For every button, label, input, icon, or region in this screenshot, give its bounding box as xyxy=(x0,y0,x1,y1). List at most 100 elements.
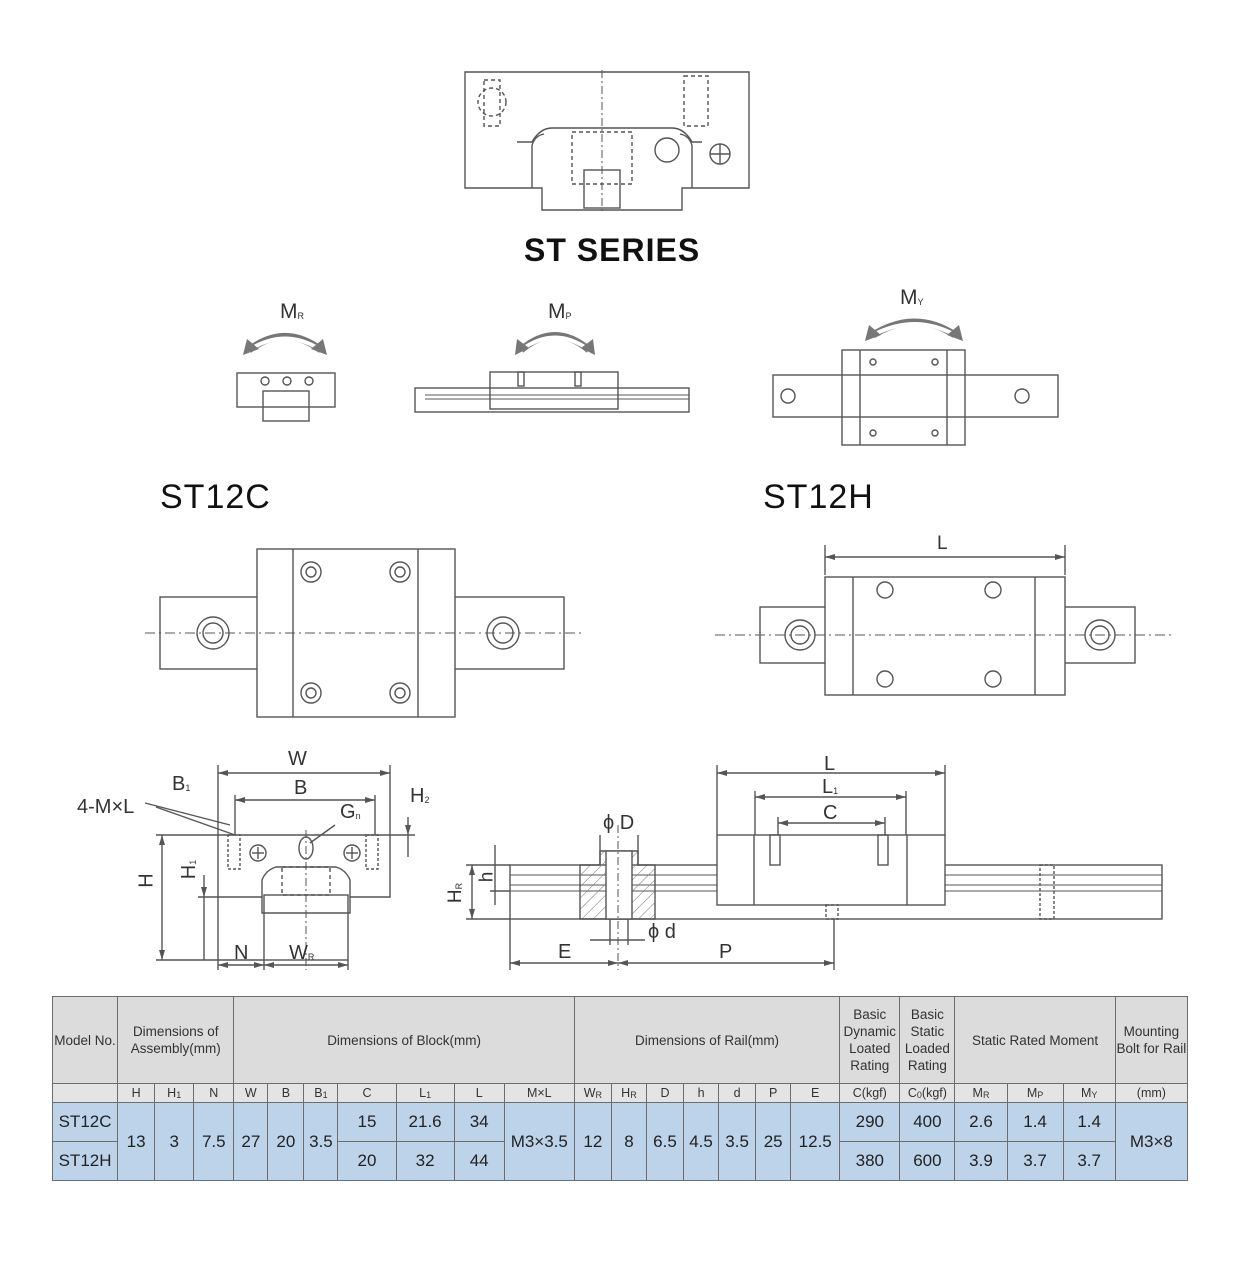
mr-label: MR xyxy=(280,300,304,323)
header-assembly: Dimensions of Assembly(mm) xyxy=(117,996,235,1084)
cell-mr: 3.9 xyxy=(954,1141,1008,1181)
dim-label-gn: Gn xyxy=(340,801,361,823)
cell-n: 7.5 xyxy=(193,1102,235,1181)
header-dynamic-rating: Basic Dynamic Loated Rating xyxy=(839,996,901,1084)
subheader-w: W xyxy=(233,1083,269,1103)
st12h-top-view xyxy=(715,545,1175,696)
mp-label: MP xyxy=(548,300,572,323)
cell-b: 20 xyxy=(267,1102,305,1181)
dim-label-b: B xyxy=(294,777,308,799)
cell-c: 15 xyxy=(337,1102,397,1142)
cell-d-small: 3.5 xyxy=(718,1102,757,1181)
subheader-d-big: D xyxy=(645,1083,685,1103)
my-label: MY xyxy=(900,286,924,309)
subheader-c0: C0(kgf) xyxy=(899,1083,956,1103)
subheader-h: H xyxy=(117,1083,156,1103)
cell-l1: 21.6 xyxy=(395,1102,455,1142)
st12c-top-view xyxy=(145,548,585,718)
dim-label-l: L xyxy=(824,753,836,775)
cell-c: 20 xyxy=(337,1141,397,1181)
table-row: ST12C 13 3 7.5 27 20 3.5 15 21.6 34 M3×3… xyxy=(51,1102,1189,1181)
cell-model: ST12C xyxy=(51,1102,119,1142)
dim-label-l-top: L xyxy=(937,533,948,554)
subheader-my: MY xyxy=(1062,1083,1116,1103)
dim-label-h1: H1 xyxy=(178,859,201,880)
cell-h: 13 xyxy=(117,1102,156,1181)
subheader-hr: HR xyxy=(610,1083,647,1103)
cell-l: 44 xyxy=(453,1141,505,1181)
dim-label-p: P xyxy=(719,941,733,963)
cell-wr: 12 xyxy=(573,1102,612,1181)
subheader-mr: MR xyxy=(954,1083,1008,1103)
header-moment: Static Rated Moment xyxy=(954,996,1116,1084)
subheader-mxl: M×L xyxy=(503,1083,575,1103)
dim-label-hr: HR xyxy=(445,882,467,904)
subheader-wr: WR xyxy=(573,1083,612,1103)
subheader-d-small: d xyxy=(718,1083,757,1103)
header-static-rating: Basic Static Loaded Rating xyxy=(899,996,956,1084)
cell-l1: 32 xyxy=(395,1141,455,1181)
cell-p: 25 xyxy=(755,1102,792,1181)
subheader-h1: H1 xyxy=(154,1083,195,1103)
dim-label-e: E xyxy=(558,941,572,963)
table-row: ST12H 20 32 44 380 600 3.9 3.7 3.7 xyxy=(51,1141,1188,1181)
dim-label-wr: WR xyxy=(289,942,315,964)
cell-mp: 3.7 xyxy=(1006,1141,1064,1181)
subheader-l: L xyxy=(453,1083,505,1103)
series-title: ST SERIES xyxy=(524,232,701,268)
subheader-b1: B1 xyxy=(303,1083,339,1103)
cell-mr: 2.6 xyxy=(954,1102,1008,1142)
subheader-ckgf: C(kgf) xyxy=(839,1083,901,1103)
header-model-no: Model No. xyxy=(51,996,119,1084)
cell-b1: 3.5 xyxy=(303,1102,339,1181)
dim-label-h: H xyxy=(135,873,158,888)
header-bolt: Mounting Bolt for Rail xyxy=(1114,996,1189,1084)
subheader-blank xyxy=(51,1083,119,1103)
cell-mp: 1.4 xyxy=(1006,1102,1064,1142)
cell-d-big: 6.5 xyxy=(645,1102,685,1181)
cell-c0: 400 xyxy=(899,1102,956,1142)
cell-model: ST12H xyxy=(51,1141,119,1181)
cell-ckgf: 380 xyxy=(839,1141,901,1181)
cell-my: 3.7 xyxy=(1062,1141,1116,1181)
dim-label-c: C xyxy=(823,802,838,824)
cell-w: 27 xyxy=(233,1102,269,1181)
cell-ckgf: 290 xyxy=(839,1102,901,1142)
subheader-b: B xyxy=(267,1083,305,1103)
model-label-st12c: ST12C xyxy=(160,478,271,516)
subheader-n: N xyxy=(193,1083,235,1103)
cell-my: 1.4 xyxy=(1062,1102,1116,1142)
subheader-e: E xyxy=(790,1083,841,1103)
dim-label-n: N xyxy=(234,942,249,964)
dim-label-h-rail: h xyxy=(476,871,498,883)
side-view-drawing xyxy=(466,765,1163,970)
dim-label-h2: H2 xyxy=(410,785,430,807)
cell-hr: 8 xyxy=(610,1102,647,1181)
cell-bolt: M3×8 xyxy=(1114,1102,1189,1181)
subheader-l1: L1 xyxy=(395,1083,455,1103)
dim-label-mxl: 4-M×L xyxy=(77,796,135,818)
cell-c0: 600 xyxy=(899,1141,956,1181)
header-rail: Dimensions of Rail(mm) xyxy=(573,996,841,1084)
moment-diagrams xyxy=(236,318,1059,446)
dim-label-phi-d-big: ϕ D xyxy=(603,812,635,834)
cross-section-drawing xyxy=(144,765,415,970)
dim-label-l1: L1 xyxy=(822,776,839,798)
model-label-st12h: ST12H xyxy=(763,478,874,516)
dim-label-phi-d-small: ϕ d xyxy=(648,921,676,943)
subheader-h-small: h xyxy=(683,1083,720,1103)
dim-label-w: W xyxy=(288,748,307,770)
cell-e: 12.5 xyxy=(790,1102,841,1181)
st-series-profile-drawing xyxy=(464,70,750,212)
subheader-c: C xyxy=(337,1083,397,1103)
spec-table: Model No. Dimensions of Assembly(mm) Dim… xyxy=(51,996,1189,1181)
subheader-p: P xyxy=(755,1083,792,1103)
subheader-mp: MP xyxy=(1006,1083,1064,1103)
cell-mxl: M3×3.5 xyxy=(503,1102,575,1181)
header-block: Dimensions of Block(mm) xyxy=(233,996,575,1084)
cell-h1: 3 xyxy=(154,1102,195,1181)
dim-label-b1: B1 xyxy=(172,773,191,795)
cell-h-small: 4.5 xyxy=(683,1102,720,1181)
subheader-mm: (mm) xyxy=(1114,1083,1189,1103)
cell-l: 34 xyxy=(453,1102,505,1142)
